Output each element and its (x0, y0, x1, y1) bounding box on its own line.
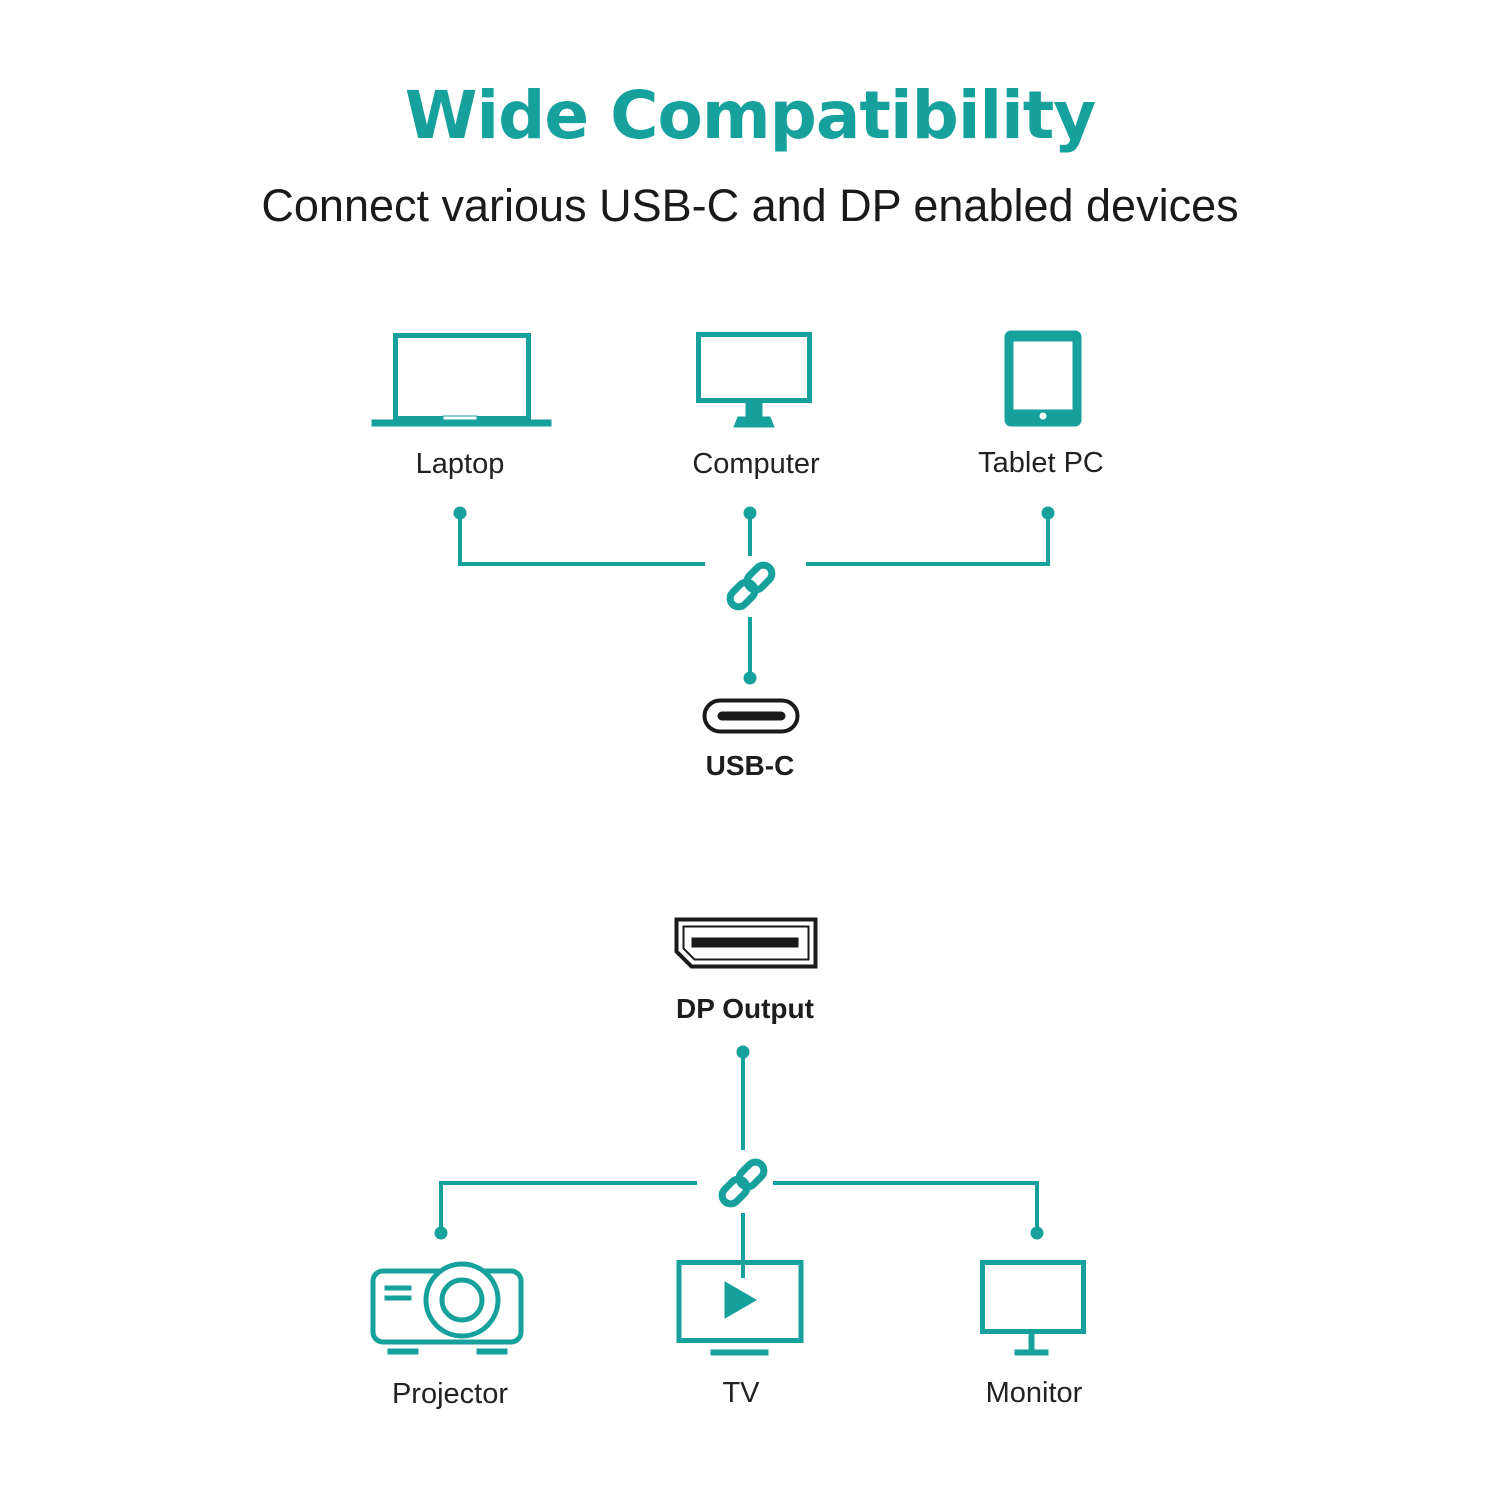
page-subtitle: Connect various USB-C and DP enabled dev… (261, 180, 1239, 231)
dp-output-label: DP Output (676, 993, 814, 1024)
desktop-computer-icon (696, 332, 812, 428)
projector-icon (370, 1261, 524, 1355)
page-title: Wide Compatibility (404, 77, 1097, 154)
displayport-icon (674, 917, 818, 969)
monitor-icon (980, 1260, 1086, 1356)
output-label-tv: TV (722, 1377, 760, 1409)
top-connector-dots (453, 506, 1055, 685)
usb-c-port-icon (702, 698, 800, 734)
top-connector-lines (458, 513, 1050, 678)
link-chain-icon (726, 561, 776, 611)
source-label-computer: Computer (692, 448, 820, 480)
source-label-laptop: Laptop (415, 448, 505, 480)
source-label-tablet: Tablet PC (978, 447, 1104, 479)
output-label-monitor: Monitor (985, 1377, 1083, 1409)
usb-c-label: USB-C (705, 750, 795, 781)
laptop-icon (371, 333, 552, 427)
bottom-connector-lines (439, 1052, 1039, 1278)
tv-icon (676, 1260, 804, 1356)
tablet-icon (1004, 330, 1082, 427)
output-label-projector: Projector (391, 1378, 509, 1410)
link-chain-icon (718, 1158, 768, 1208)
bottom-connector-dots (434, 1045, 1044, 1240)
